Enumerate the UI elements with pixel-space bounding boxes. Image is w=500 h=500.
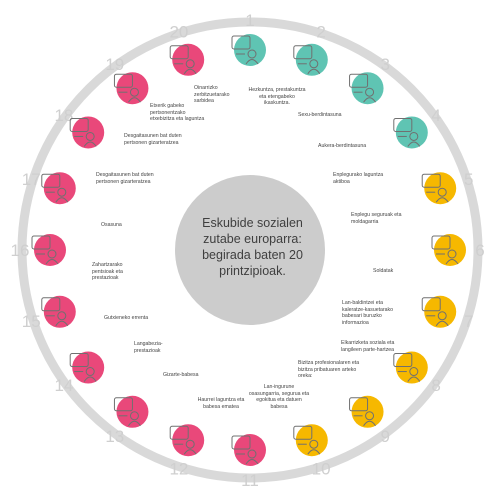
principle-17: 17 — [22, 170, 76, 205]
work-life-balance-icon — [349, 397, 376, 427]
principle-7: 7 — [421, 295, 473, 331]
wages-icon — [431, 235, 459, 265]
information-icon — [421, 297, 449, 327]
principle-label: Etxerik gabeko pertsonentzako etxebizitz… — [150, 103, 205, 123]
minimum-income-icon — [69, 353, 97, 382]
principle-4: 4 — [393, 106, 441, 149]
principle-number: 16 — [11, 241, 30, 260]
principle-number: 14 — [54, 376, 73, 395]
social-dialogue-icon — [393, 353, 421, 382]
principle-number: 2 — [316, 22, 325, 41]
principle-number: 18 — [54, 106, 73, 125]
unemployment-benefits-icon — [113, 397, 141, 427]
child-support-icon — [231, 435, 259, 465]
principle-label: Enplegurako laguntza aktiboa — [333, 172, 384, 185]
principle-number: 15 — [22, 312, 41, 331]
principle-number: 3 — [380, 55, 389, 74]
principle-1: 1 — [231, 11, 266, 66]
principle-14: 14 — [54, 351, 105, 395]
principle-8: 8 — [393, 351, 441, 395]
principle-number: 20 — [169, 22, 188, 41]
principle-5: 5 — [421, 170, 473, 205]
principle-label: Gutxieneko errenta — [104, 315, 149, 321]
housing-icon — [113, 73, 141, 103]
principle-number: 10 — [312, 460, 331, 479]
principle-label: Lan-ingurune osasungarria, segurua eta e… — [248, 384, 310, 410]
principle-10: 10 — [293, 424, 331, 479]
essential-services-icon — [169, 45, 197, 75]
principle-number: 17 — [22, 170, 41, 189]
principle-number: 7 — [464, 312, 473, 331]
principle-number: 4 — [431, 106, 440, 125]
center-circle — [175, 175, 325, 325]
principle-19: 19 — [105, 55, 149, 105]
secure-employment-icon — [421, 173, 449, 203]
gender-equality-icon — [293, 45, 321, 75]
principle-label: Hezkuntza, prestakuntza eta etengabeko i… — [248, 87, 306, 107]
principle-label: Bizitza profesionalaren eta bizitza prib… — [298, 360, 360, 380]
safe-workplace-icon — [293, 425, 321, 455]
principle-number: 19 — [105, 55, 124, 74]
principle-label: Haurrei laguntza eta babesa ematea — [197, 397, 245, 410]
principle-label: Langabezia-prestazioak — [134, 341, 163, 354]
principle-number: 13 — [105, 427, 124, 446]
pensions-icon — [41, 297, 69, 327]
principle-number: 12 — [169, 460, 188, 479]
principle-16: 16 — [11, 234, 66, 266]
principle-6: 6 — [431, 234, 485, 266]
principle-label: Desgaitasunen bat duten pertsonen gizart… — [124, 133, 182, 146]
principle-15: 15 — [22, 295, 76, 331]
principle-11: 11 — [231, 434, 266, 490]
principle-12: 12 — [169, 424, 205, 479]
principle-20: 20 — [169, 22, 205, 76]
principle-number: 1 — [245, 11, 254, 30]
principle-label: Enplegu seguruak eta moldagarria — [351, 212, 402, 225]
principle-18: 18 — [54, 106, 105, 149]
equal-opportunity-icon — [349, 73, 376, 103]
principle-label: Gizarte-babesa — [163, 372, 199, 378]
principle-label: Elkarrizketa soziala eta langileen parte… — [341, 340, 395, 353]
center-title: Eskubide sozialen zutabe europarra: begi… — [202, 216, 303, 278]
principle-label: Aukera-berdintasuna — [318, 143, 367, 149]
health-icon — [31, 235, 59, 265]
employment-support-icon — [393, 117, 421, 147]
principle-label: Soldatak — [373, 268, 394, 274]
principle-number: 8 — [431, 376, 440, 395]
disability-inclusion-icon — [41, 173, 69, 203]
principle-9: 9 — [349, 395, 390, 446]
principle-number: 11 — [241, 471, 259, 490]
principle-number: 9 — [380, 427, 389, 446]
principle-label: Zahartzarako pentsioak eta prestazioak — [92, 262, 123, 282]
principle-label: Lan-baldintzei eta kaleratze-kasuetarako… — [342, 300, 394, 326]
principle-label: Osasuna — [101, 222, 122, 228]
principle-label: Sexu-berdintasuna — [298, 112, 342, 118]
education-icon — [231, 35, 259, 65]
principle-2: 2 — [293, 22, 328, 76]
principle-number: 5 — [464, 170, 473, 189]
principle-3: 3 — [349, 55, 390, 105]
long-term-care-icon — [69, 117, 97, 147]
principle-label: Oinarrizko zerbitzuetarako sarbidea — [194, 85, 230, 105]
principle-13: 13 — [105, 395, 149, 446]
principle-number: 6 — [475, 241, 484, 260]
principle-label: Desgaitasunen bat duten pertsonen gizart… — [96, 172, 154, 185]
social-protection-icon — [169, 425, 197, 455]
